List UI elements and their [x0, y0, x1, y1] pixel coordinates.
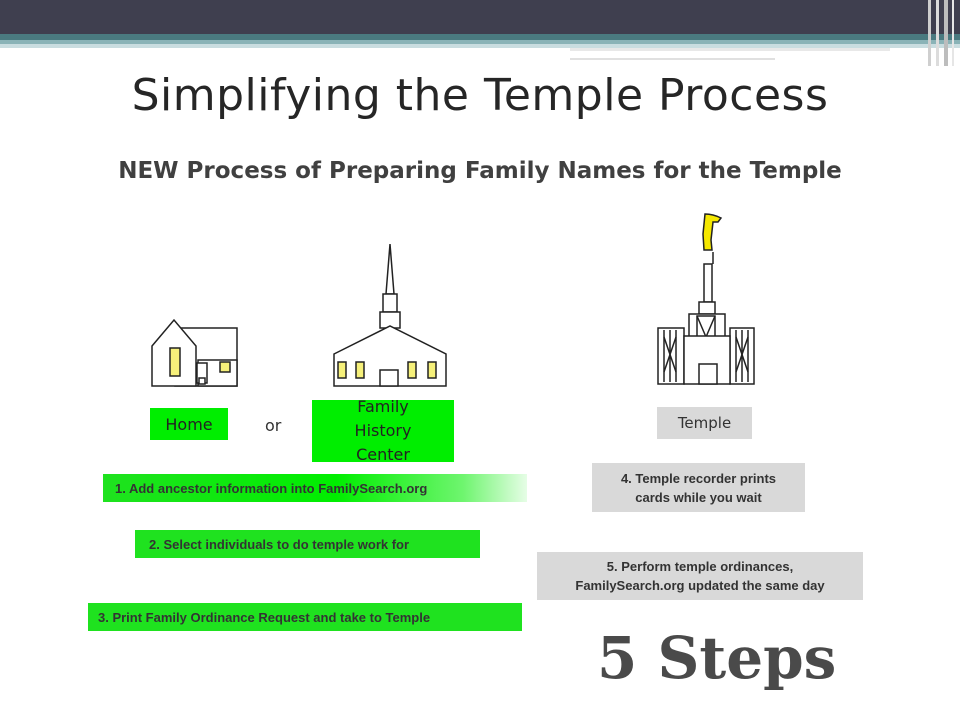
church-icon — [333, 243, 447, 387]
step-3-text: 3. Print Family Ordinance Request and ta… — [98, 609, 431, 625]
step-4: 4. Temple recorder prints cards while yo… — [592, 463, 805, 512]
steps-count: 5 Steps — [597, 624, 837, 692]
home-label: Home — [150, 408, 228, 440]
header-decoration — [0, 0, 960, 66]
temple-label: Temple — [657, 407, 752, 439]
step-1: 1. Add ancestor information into FamilyS… — [103, 474, 527, 502]
house-icon — [151, 318, 238, 387]
temple-icon — [657, 213, 755, 385]
or-label: or — [265, 416, 282, 435]
step-2: 2. Select individuals to do temple work … — [135, 530, 480, 558]
step-5: 5. Perform temple ordinances, FamilySear… — [537, 552, 863, 600]
family-history-center-label: Family History Center — [312, 397, 454, 464]
slide-subtitle: NEW Process of Preparing Family Names fo… — [118, 158, 842, 184]
step-3: 3. Print Family Ordinance Request and ta… — [88, 603, 522, 631]
step-5-line-1: 5. Perform temple ordinances, — [606, 559, 794, 574]
step-4-line-1: 4. Temple recorder prints — [620, 470, 777, 486]
slide-title: Simplifying the Temple Process — [131, 70, 829, 121]
step-1-text: 1. Add ancestor information into FamilyS… — [115, 480, 428, 496]
step-5-line-2: FamilySearch.org updated the same day — [575, 578, 825, 593]
angel-moroni-icon — [702, 213, 723, 251]
step-4-line-2: cards while you wait — [635, 489, 762, 505]
step-2-text: 2. Select individuals to do temple work … — [149, 536, 410, 552]
